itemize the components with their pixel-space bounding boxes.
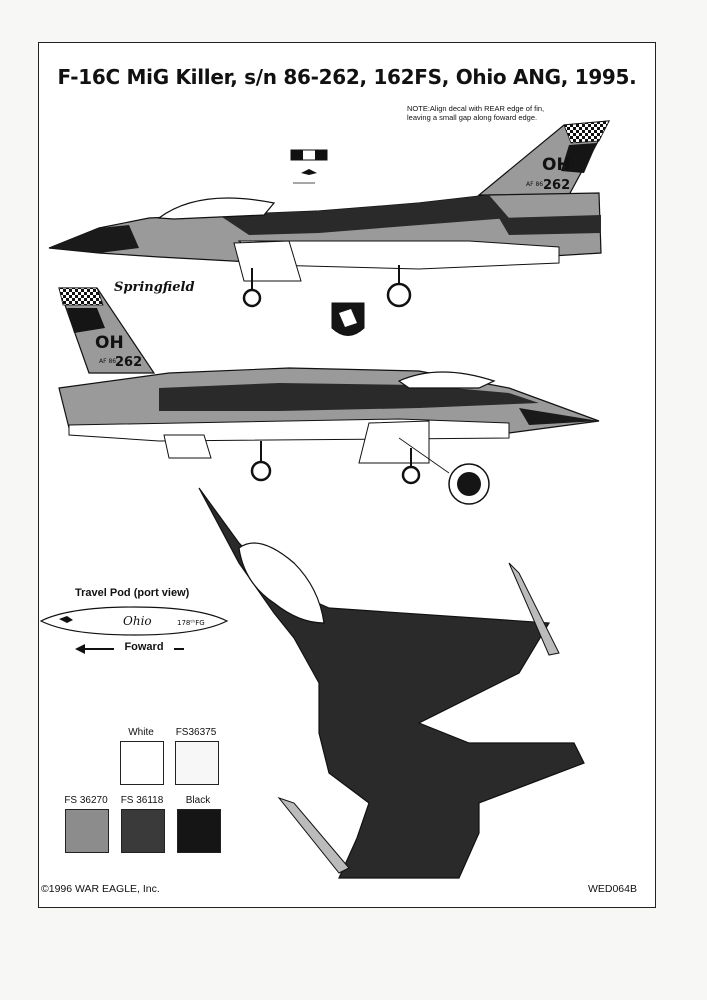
swatch-fs36375 (175, 741, 219, 785)
city-name-script: Springfield (114, 280, 195, 295)
decal-instruction-sheet: F-16C MiG Killer, s/n 86-262, 162FS, Ohi… (38, 42, 656, 908)
product-code: WED064B (587, 883, 637, 895)
swatch-label-white: White (128, 727, 154, 738)
main-wheel-port (250, 460, 272, 482)
panther-emblem-starboard (561, 143, 597, 173)
panther-emblem-port (67, 308, 105, 333)
checker-band-port (58, 287, 104, 306)
planform-canopy (238, 542, 325, 624)
alignment-note: NOTE:Align decal with REAR edge of fin, … (407, 104, 637, 122)
canopy-starboard (157, 197, 276, 220)
forward-label: Foward (114, 641, 174, 653)
main-wheel-starboard (386, 282, 412, 308)
serial-starboard: 262 (543, 178, 570, 193)
pod-panther-icon (59, 616, 73, 623)
swatch-label-fs36270: FS 36270 (64, 795, 108, 806)
serial-prefix-port: AF 86 (99, 358, 116, 365)
canopy-port (397, 371, 496, 389)
swatch-label-black: Black (185, 795, 211, 806)
serial-port: 262 (115, 355, 142, 370)
travel-pod-drawing: Ohio 178ᵗʰFG (39, 606, 229, 654)
copyright: ©1996 WAR EAGLE, Inc. (41, 883, 160, 895)
port-side-view: OH AF 86 262 (58, 287, 600, 505)
swatch-label-fs36375: FS36375 (175, 727, 217, 738)
tail-code-port: OH (95, 333, 124, 353)
swatch-fs36118 (121, 809, 165, 853)
checker-band-starboard (563, 120, 610, 144)
swatch-label-fs36118: FS 36118 (120, 795, 164, 806)
nose-wheel-port (401, 465, 421, 485)
swatch-white (120, 741, 164, 785)
tail-code-starboard: OH (542, 155, 571, 175)
note-line-1: NOTE:Align decal with REAR edge of fin, (407, 104, 545, 113)
aircraft-artwork: OH AF 86 262 Springfield (48, 120, 611, 879)
pod-text: Ohio (123, 614, 152, 628)
travel-pod-title: Travel Pod (port view) (75, 587, 190, 599)
wingtip-missile-right (508, 562, 560, 656)
wingtip-missile-left (277, 796, 350, 874)
pod-unit: 178ᵗʰFG (177, 619, 205, 627)
swatch-fs36270 (65, 809, 109, 853)
swatch-black (177, 809, 221, 853)
serial-prefix-starboard: AF 86 (526, 181, 543, 188)
planform-body (198, 487, 585, 879)
starboard-side-view: OH AF 86 262 (48, 120, 611, 336)
forward-arrow-icon (75, 644, 85, 654)
note-line-2: leaving a small gap along foward edge. (407, 113, 538, 122)
sheet-title: F-16C MiG Killer, s/n 86-262, 162FS, Ohi… (57, 65, 637, 89)
nose-wheel-starboard (242, 288, 262, 308)
top-planform-view (198, 487, 585, 879)
